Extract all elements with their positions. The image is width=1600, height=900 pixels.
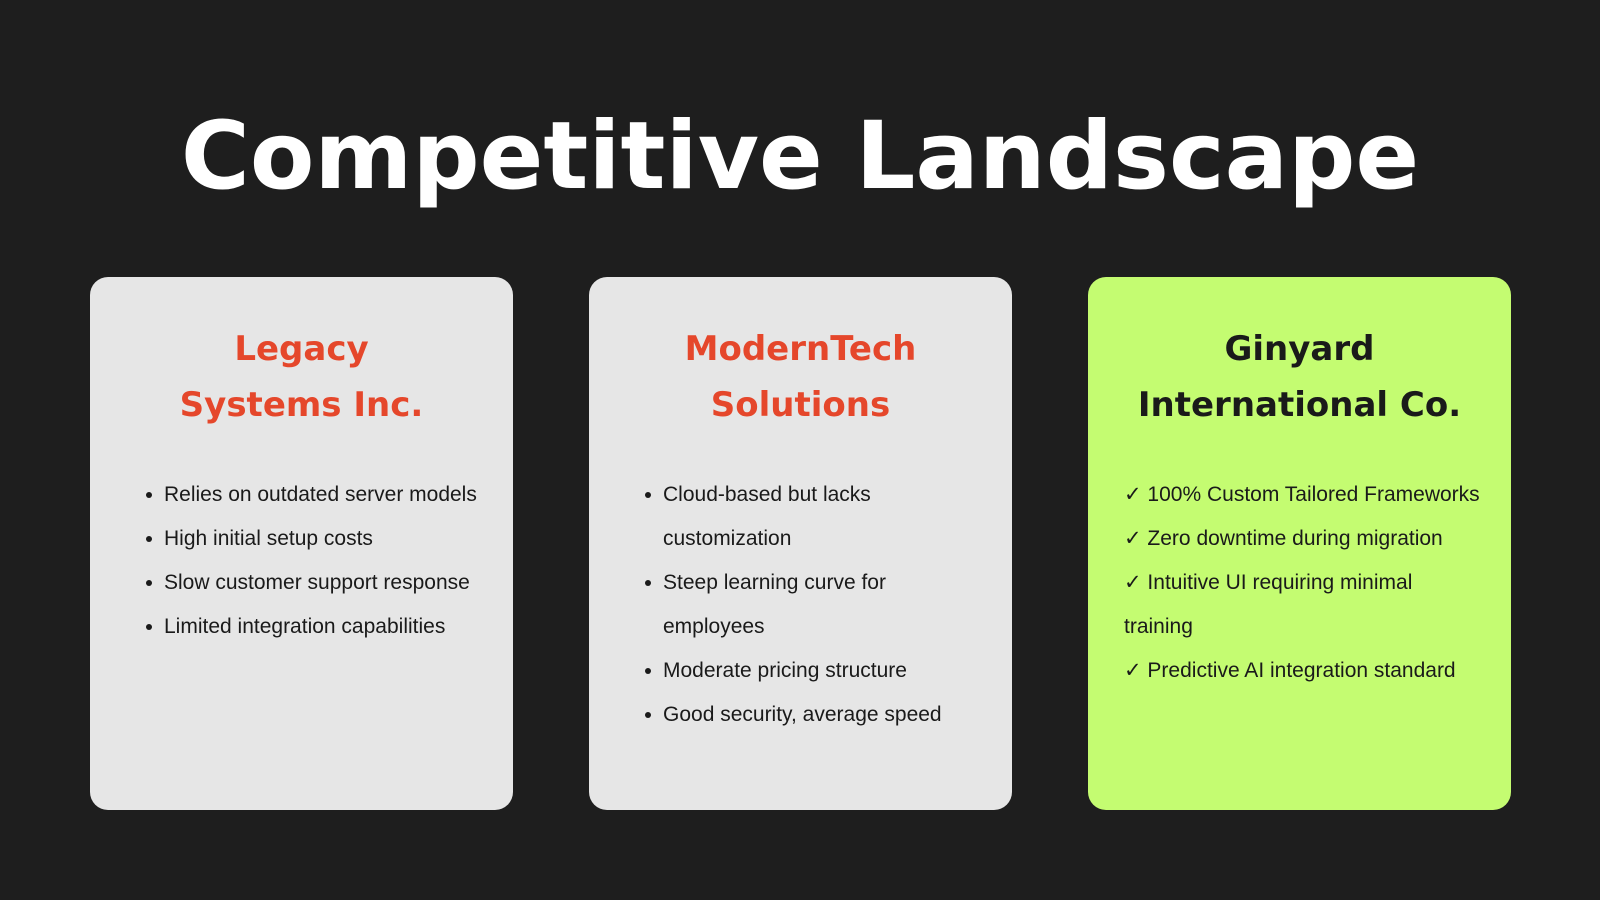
card-heading-line2: Systems Inc. xyxy=(179,385,424,425)
card-heading: Ginyard International Co. xyxy=(1118,321,1481,433)
ginyard-card: Ginyard International Co. ✓ 100% Custom … xyxy=(1088,277,1511,810)
list-item: High initial setup costs xyxy=(126,517,483,561)
list-item: Moderate pricing structure xyxy=(625,649,982,693)
list-item: Slow customer support response xyxy=(126,561,483,605)
feature-list: Relies on outdated server models High in… xyxy=(126,473,483,649)
feature-list: ✓ 100% Custom Tailored Frameworks ✓ Zero… xyxy=(1124,473,1481,693)
list-item: Good security, average speed xyxy=(625,693,982,737)
card-heading-line1: Legacy xyxy=(234,329,369,369)
card-heading: Legacy Systems Inc. xyxy=(120,321,483,433)
feature-list: Cloud-based but lacks customization Stee… xyxy=(625,473,982,737)
card-heading: ModernTech Solutions xyxy=(619,321,982,433)
list-item: ✓ Intuitive UI requiring minimal trainin… xyxy=(1124,571,1413,638)
list-item: Limited integration capabilities xyxy=(126,605,483,649)
slide-title: Competitive Landscape xyxy=(180,102,1420,211)
card-heading-line2: International Co. xyxy=(1137,385,1462,425)
card-heading-line1: Ginyard xyxy=(1224,329,1375,369)
competitor-card-moderntech-solutions: ModernTech Solutions Cloud-based but lac… xyxy=(589,277,1012,810)
list-item: ✓ Zero downtime during migration xyxy=(1124,527,1443,550)
card-heading-line2: Solutions xyxy=(710,385,891,425)
list-item: ✓ Predictive AI integration standard xyxy=(1124,659,1456,682)
list-item: Relies on outdated server models xyxy=(126,473,483,517)
competitor-card-legacy-systems: Legacy Systems Inc. Relies on outdated s… xyxy=(90,277,513,810)
list-item: Cloud-based but lacks customization xyxy=(625,473,982,561)
card-heading-line1: ModernTech xyxy=(684,329,917,369)
list-item: ✓ 100% Custom Tailored Frameworks xyxy=(1124,483,1480,506)
list-item: Steep learning curve for employees xyxy=(625,561,982,649)
